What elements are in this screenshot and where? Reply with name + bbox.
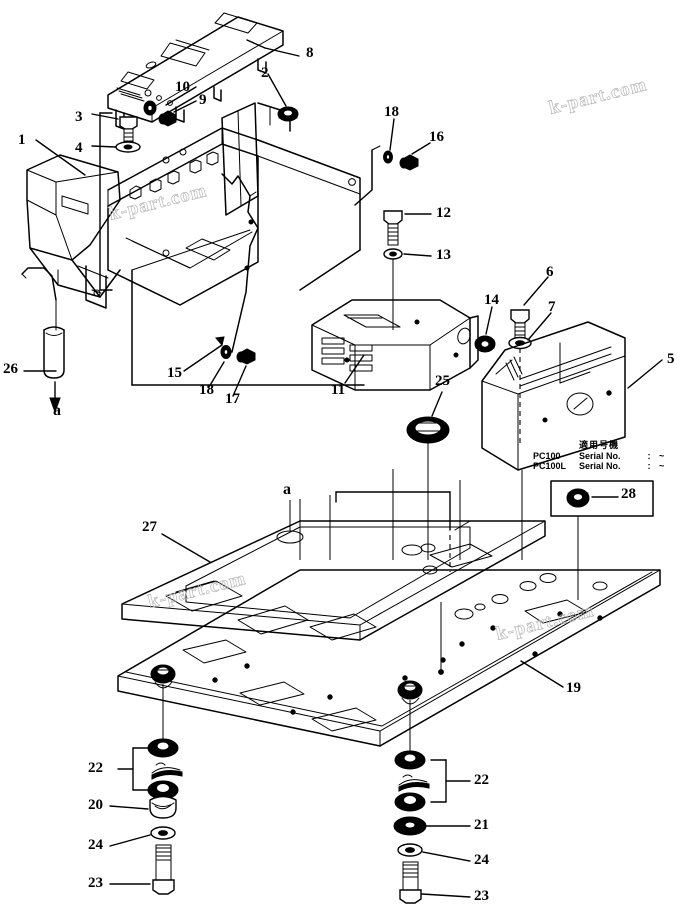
part-17-screw xyxy=(236,348,256,365)
callout-24-right: 24 xyxy=(474,852,489,868)
serial-range-pc100l: ~ xyxy=(659,461,665,471)
part-24-washer-left xyxy=(150,826,176,840)
callout-17: 17 xyxy=(225,391,240,407)
part-22-upper-mount-right xyxy=(394,750,426,770)
serial-model-pc100: PC100 xyxy=(533,451,561,461)
callout-16: 16 xyxy=(429,129,444,145)
serial-colon-pc100: : xyxy=(647,451,651,461)
part-22-lower-mount-right xyxy=(394,792,426,812)
part-9-screw xyxy=(158,110,177,127)
part-18-washer-lower xyxy=(220,345,232,359)
serial-row-pc100l: PC100L Serial No. : ~ xyxy=(533,461,664,471)
callout-19: 19 xyxy=(566,680,581,696)
serial-label-pc100l: Serial No. xyxy=(579,461,621,471)
part-2-grommet xyxy=(277,106,299,122)
serial-model-pc100l: PC100L xyxy=(533,461,567,471)
callout-3: 3 xyxy=(75,109,83,125)
serial-note-header-japanese: 適用号機 xyxy=(579,441,620,451)
callout-11: 11 xyxy=(331,382,346,398)
callout-2: 2 xyxy=(261,65,269,81)
callout-18-upper: 18 xyxy=(384,104,399,120)
part-15-hook-bracket xyxy=(221,173,259,353)
serial-row-pc100: PC100 Serial No. : ~ xyxy=(533,451,664,461)
part-6-bolt xyxy=(510,309,530,339)
callout-12: 12 xyxy=(436,205,451,221)
part-12-bolt xyxy=(383,210,403,246)
part-24-washer-right xyxy=(397,843,423,857)
part-3-bolt xyxy=(119,116,138,149)
part-14-grommet xyxy=(474,335,496,353)
part-1-left-console-cover xyxy=(26,154,121,309)
callout-26: 26 xyxy=(3,361,18,377)
callout-24-left: 24 xyxy=(88,837,103,853)
callout-15: 15 xyxy=(167,365,182,381)
part-20-rubber-mount xyxy=(149,795,177,819)
part-22-clip-right xyxy=(398,774,430,792)
part-22-lower-mount-left xyxy=(147,780,179,800)
callout-20: 20 xyxy=(88,797,103,813)
mount-assembly-right-on-plate xyxy=(397,680,423,705)
callout-23-left: 23 xyxy=(88,875,103,891)
callout-4: 4 xyxy=(75,140,83,156)
part-19-floor-plate xyxy=(117,469,661,747)
part-23-bolt-right xyxy=(399,861,422,904)
part-8-top-rail-panel xyxy=(107,12,284,130)
console-vent-slots xyxy=(321,337,373,372)
callout-25: 25 xyxy=(435,373,450,389)
part-25-grommet-ring xyxy=(406,416,450,444)
callout-8: 8 xyxy=(306,45,314,61)
callout-18-lower: 18 xyxy=(199,382,214,398)
callout-27: 27 xyxy=(142,519,157,535)
part-16-screw xyxy=(399,154,419,171)
floor-plate-mount-bosses xyxy=(401,543,608,620)
bracket-upper-right xyxy=(354,149,373,206)
part-4-washer xyxy=(115,141,141,153)
callout-1: 1 xyxy=(18,132,26,148)
leader-arrow-15 xyxy=(215,336,225,347)
callout-10: 10 xyxy=(175,79,190,95)
leader-lines xyxy=(23,39,663,898)
operator-frame-structure xyxy=(107,102,365,386)
callout-9: 9 xyxy=(199,92,207,108)
callout-21: 21 xyxy=(474,817,489,833)
part-23-bolt-left xyxy=(152,844,175,895)
callout-22-right: 22 xyxy=(474,772,489,788)
callout-22-left: 22 xyxy=(88,760,103,776)
part-18-washer-upper xyxy=(383,150,393,164)
callout-14: 14 xyxy=(484,292,499,308)
callout-6: 6 xyxy=(546,264,554,280)
callout-23-right: 23 xyxy=(474,888,489,904)
part-13-washer xyxy=(383,248,403,260)
part-10-washer xyxy=(143,100,157,116)
part-28-detail-box xyxy=(550,480,654,517)
part-11-center-console xyxy=(311,299,479,391)
callout-28: 28 xyxy=(621,486,636,502)
serial-number-note: 適用号機 PC100 Serial No. : ~ PC100L Serial … xyxy=(533,441,664,471)
part-26-damper xyxy=(21,267,65,379)
serial-range-pc100: ~ xyxy=(659,451,665,461)
part-27-floor-mat xyxy=(121,500,546,641)
serial-label-pc100: Serial No. xyxy=(579,451,621,461)
callout-5: 5 xyxy=(667,351,675,367)
section-mark-a-left: a xyxy=(53,402,61,419)
callout-13: 13 xyxy=(436,247,451,263)
part-22-upper-mount-left xyxy=(147,738,179,758)
section-mark-a-center: a xyxy=(283,481,291,498)
part-21-washer-large xyxy=(393,816,427,836)
callout-7: 7 xyxy=(548,299,556,315)
serial-colon-pc100l: : xyxy=(647,461,651,471)
part-22-clip-left xyxy=(151,762,183,780)
part-5-right-cover xyxy=(481,321,626,471)
